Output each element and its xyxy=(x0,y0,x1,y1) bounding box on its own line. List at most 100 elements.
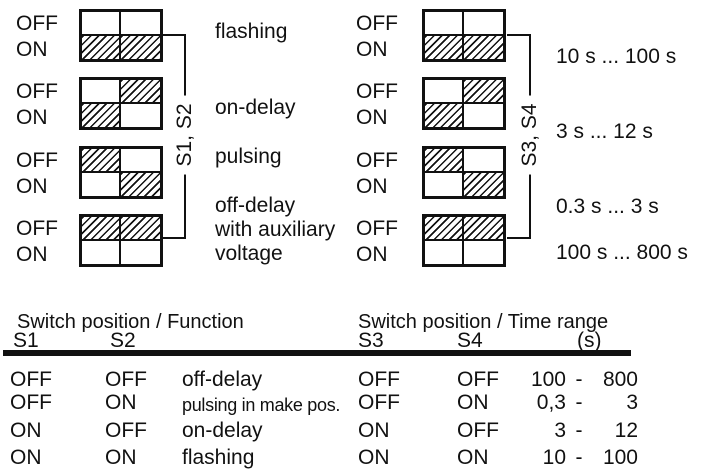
dip-switch-block-pulsing xyxy=(79,146,163,199)
cell-s4: ON xyxy=(457,391,489,414)
off-label: OFF xyxy=(16,12,58,35)
time-range-label: 10 s ... 100 s xyxy=(556,45,677,68)
cell-s2: ON xyxy=(105,446,137,469)
column-header-s3: S3 xyxy=(358,329,384,352)
unit-header-seconds: (s) xyxy=(577,329,602,352)
bracket-connector-top xyxy=(507,34,531,36)
cell-time-to: 12 xyxy=(614,419,638,442)
cell-s3-on xyxy=(425,172,464,196)
cell-s1-off xyxy=(82,217,121,241)
cell-time-from: 3 xyxy=(554,419,566,442)
off-label: OFF xyxy=(356,12,398,35)
cell-s3: ON xyxy=(358,446,390,469)
cell-s1: ON xyxy=(10,419,42,442)
dip-switch-block-off-delay xyxy=(79,214,163,267)
cell-s3: ON xyxy=(358,419,390,442)
switch-row-labels: OFF ON xyxy=(16,11,74,63)
cell-time-to: 100 xyxy=(602,446,638,469)
cell-s4-off xyxy=(464,80,503,104)
switch-row-labels: OFF ON xyxy=(356,148,414,200)
cell-s1-off xyxy=(82,80,121,104)
off-label: OFF xyxy=(356,149,398,172)
cell-s3-off xyxy=(425,217,464,241)
cell-time-to: 3 xyxy=(626,391,638,414)
cell-s1-off xyxy=(82,12,121,36)
cell-time-from: 100 xyxy=(530,368,566,391)
cell-time-dash: - xyxy=(575,419,583,442)
column-header-s4: S4 xyxy=(457,329,483,352)
cell-s2: OFF xyxy=(105,368,147,391)
cell-function: off-delay xyxy=(182,368,263,391)
on-label: ON xyxy=(356,106,388,129)
cell-s3-off xyxy=(425,80,464,104)
on-label: ON xyxy=(16,38,48,61)
switch-row-labels: OFF ON xyxy=(356,216,414,268)
cell-time-to: 800 xyxy=(602,368,638,391)
cell-s3: OFF xyxy=(358,368,400,391)
on-label: ON xyxy=(16,175,48,198)
cell-s3-on xyxy=(425,35,464,59)
cell-s1-on xyxy=(82,172,121,196)
table-row: ON OFF on-delay ON OFF 3 - 12 xyxy=(0,419,719,443)
cell-s1-off xyxy=(82,149,121,173)
cell-s4: OFF xyxy=(457,368,499,391)
off-label: OFF xyxy=(16,217,58,240)
function-label-off-delay: off-delay with auxiliary voltage xyxy=(215,194,336,265)
table-title-time-range: Switch position / Time range xyxy=(358,311,609,333)
cell-time-from: 10 xyxy=(542,446,566,469)
cell-function: flashing xyxy=(182,446,255,469)
on-label: ON xyxy=(356,175,388,198)
cell-s4-on xyxy=(464,35,503,59)
cell-time-dash: - xyxy=(575,446,583,469)
dip-switch-block-03-3s xyxy=(422,146,506,199)
dip-switch-block-10-100s xyxy=(422,9,506,62)
cell-s1: OFF xyxy=(10,368,52,391)
bracket-connector-bottom xyxy=(507,237,531,239)
cell-s2-on xyxy=(121,172,160,196)
cell-s2-on xyxy=(121,35,160,59)
off-label: OFF xyxy=(16,149,58,172)
cell-s4-on xyxy=(464,240,503,264)
cell-s3-off xyxy=(425,12,464,36)
column-header-s2: S2 xyxy=(110,329,136,352)
bracket-connector-bottom xyxy=(163,237,186,239)
cell-s2-off xyxy=(121,80,160,104)
cell-s4: ON xyxy=(457,446,489,469)
dip-switch-block-100-800s xyxy=(422,214,506,267)
cell-s1: OFF xyxy=(10,391,52,414)
cell-s2: OFF xyxy=(105,419,147,442)
cell-s2-on xyxy=(121,240,160,264)
dip-switch-block-3-12s xyxy=(422,77,506,130)
cell-s4-off xyxy=(464,217,503,241)
bracket-connector-top xyxy=(163,34,186,36)
cell-function: pulsing in make pos. xyxy=(182,395,341,415)
on-label: ON xyxy=(16,106,48,129)
bracket-label-s3-s4: S3, S4 xyxy=(518,95,542,175)
cell-s3-on xyxy=(425,103,464,127)
switch-row-labels: OFF ON xyxy=(356,11,414,63)
off-label: OFF xyxy=(16,80,58,103)
function-label-on-delay: on-delay xyxy=(215,96,296,119)
dip-switch-block-on-delay xyxy=(79,77,163,130)
cell-s1-on xyxy=(82,35,121,59)
table-row: ON ON flashing ON ON 10 - 100 xyxy=(0,446,719,470)
cell-time-dash: - xyxy=(575,391,583,414)
cell-s3-off xyxy=(425,149,464,173)
function-label-flashing: flashing xyxy=(215,20,288,43)
cell-s3-on xyxy=(425,240,464,264)
cell-s1: ON xyxy=(10,446,42,469)
time-range-label: 3 s ... 12 s xyxy=(556,120,653,143)
on-label: ON xyxy=(356,38,388,61)
cell-function: on-delay xyxy=(182,419,263,442)
function-label-pulsing: pulsing xyxy=(215,145,282,168)
table-title-function: Switch position / Function xyxy=(17,311,244,333)
cell-s1-on xyxy=(82,240,121,264)
time-range-label: 0.3 s ... 3 s xyxy=(556,195,659,218)
cell-s2-off xyxy=(121,217,160,241)
cell-s4-off xyxy=(464,12,503,36)
cell-s4-off xyxy=(464,149,503,173)
dip-switch-block-flashing xyxy=(79,9,163,62)
switch-row-labels: OFF ON xyxy=(16,216,74,268)
switch-row-labels: OFF ON xyxy=(16,148,74,200)
